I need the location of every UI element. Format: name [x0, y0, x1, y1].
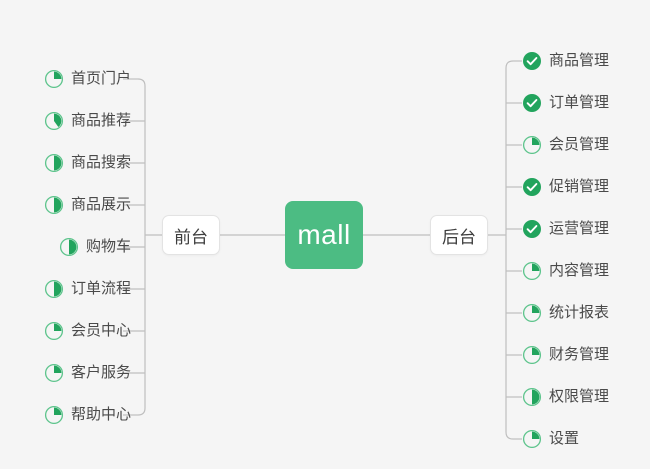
- pie-quarter-icon: [44, 363, 64, 383]
- leaf-item-label: 商品管理: [549, 52, 610, 69]
- leaf-item-label: 会员管理: [549, 136, 610, 153]
- branch-node-frontend-label: 前台: [174, 227, 208, 247]
- pie-half-icon: [59, 237, 79, 257]
- leaf-item-frontend-7[interactable]: 客户服务: [44, 359, 131, 387]
- leaf-item-backend-8[interactable]: 权限管理: [522, 383, 609, 411]
- leaf-item-label: 首页门户: [70, 70, 131, 87]
- pie-icon: [44, 111, 64, 131]
- pie-half-icon: [44, 153, 64, 173]
- leaf-item-frontend-1[interactable]: 商品推荐: [44, 107, 131, 135]
- leaf-item-backend-7[interactable]: 财务管理: [522, 341, 609, 369]
- leaf-item-backend-3[interactable]: 促销管理: [522, 173, 609, 201]
- leaf-item-label: 权限管理: [549, 388, 610, 405]
- leaf-item-frontend-5[interactable]: 订单流程: [44, 275, 131, 303]
- leaf-item-label: 订单管理: [549, 94, 610, 111]
- leaf-item-backend-4[interactable]: 运营管理: [522, 215, 609, 243]
- leaf-item-label: 商品推荐: [70, 112, 131, 129]
- leaf-item-frontend-3[interactable]: 商品展示: [44, 191, 131, 219]
- leaf-item-label: 购物车: [85, 238, 131, 255]
- check-circle-icon: [523, 94, 541, 112]
- check-circle-icon: [523, 220, 541, 238]
- leaf-item-frontend-0[interactable]: 首页门户: [44, 65, 131, 93]
- pie-half-icon: [44, 279, 64, 299]
- pie-half-icon: [522, 387, 542, 407]
- leaf-item-frontend-2[interactable]: 商品搜索: [44, 149, 131, 177]
- pie-quarter-icon: [44, 405, 64, 425]
- leaf-item-label: 内容管理: [549, 262, 610, 279]
- leaf-item-label: 运营管理: [549, 220, 610, 237]
- branch-node-backend-label: 后台: [442, 227, 476, 247]
- pie-quarter-icon: [522, 345, 542, 365]
- leaf-item-label: 商品搜索: [70, 154, 131, 171]
- leaf-item-frontend-6[interactable]: 会员中心: [44, 317, 131, 345]
- leaf-item-label: 订单流程: [70, 280, 131, 297]
- pie-quarter-icon: [44, 69, 64, 89]
- check-circle-icon: [523, 178, 541, 196]
- leaf-item-frontend-8[interactable]: 帮助中心: [44, 401, 131, 429]
- pie-quarter-icon: [522, 429, 542, 449]
- pie-half-icon: [44, 195, 64, 215]
- pie-quarter-icon: [522, 261, 542, 281]
- connector-path: [137, 78, 146, 416]
- check-circle-icon: [523, 52, 541, 70]
- branch-node-backend[interactable]: 后台: [430, 215, 488, 255]
- pie-quarter-icon: [522, 135, 542, 155]
- leaf-item-label: 财务管理: [549, 346, 610, 363]
- leaf-item-backend-9[interactable]: 设置: [522, 425, 579, 453]
- center-node-mall[interactable]: mall: [285, 201, 363, 269]
- branch-node-frontend[interactable]: 前台: [162, 215, 220, 255]
- pie-quarter-icon: [44, 321, 64, 341]
- leaf-item-label: 设置: [549, 430, 580, 447]
- pie-quarter-icon: [522, 303, 542, 323]
- leaf-item-backend-0[interactable]: 商品管理: [522, 47, 609, 75]
- leaf-item-label: 会员中心: [70, 322, 131, 339]
- leaf-item-backend-2[interactable]: 会员管理: [522, 131, 609, 159]
- leaf-item-label: 统计报表: [549, 304, 610, 321]
- leaf-item-label: 客户服务: [70, 364, 131, 381]
- leaf-item-label: 帮助中心: [70, 406, 131, 423]
- leaf-item-backend-1[interactable]: 订单管理: [522, 89, 609, 117]
- center-node-label: mall: [297, 219, 351, 250]
- leaf-item-backend-5[interactable]: 内容管理: [522, 257, 609, 285]
- leaf-item-backend-6[interactable]: 统计报表: [522, 299, 609, 327]
- leaf-item-frontend-4[interactable]: 购物车: [59, 233, 131, 261]
- leaf-item-label: 促销管理: [549, 178, 610, 195]
- leaf-item-label: 商品展示: [70, 196, 131, 213]
- connector-path: [505, 60, 514, 440]
